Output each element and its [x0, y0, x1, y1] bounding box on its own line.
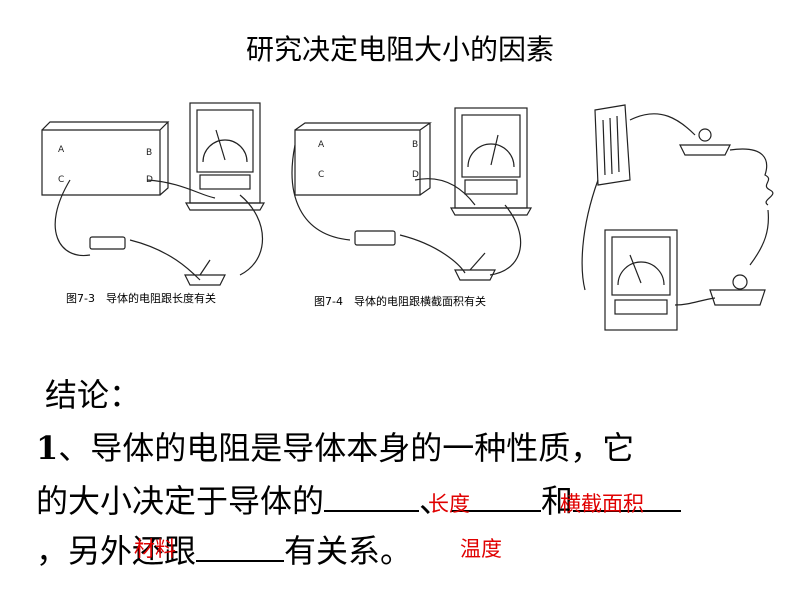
terminal-b: B	[412, 140, 418, 150]
terminal-a: A	[318, 140, 325, 150]
line-3-suffix: 有关系。	[284, 532, 413, 570]
line-2-text: 的大小决定于导体的	[36, 482, 325, 520]
separator-2: 和	[541, 482, 574, 520]
terminal-b: B	[146, 148, 152, 158]
figure-7-4-circuit: A B C D	[291, 107, 533, 281]
figure-7-4-caption: 图7-4 导体的电阻跟横截面积有关	[314, 295, 486, 308]
separator-1: 、	[419, 482, 452, 520]
blank-length	[324, 482, 420, 512]
terminal-c: C	[58, 175, 64, 185]
item-number: 1	[36, 429, 59, 467]
figure-7-3-circuit: A B C D	[41, 102, 266, 286]
conclusion-line-3: ，另外还跟 有关系。	[36, 532, 412, 567]
terminal-a: A	[58, 145, 65, 155]
answer-temperature: 温度	[460, 537, 502, 561]
terminal-d: D	[412, 170, 419, 180]
answer-length: 长度	[428, 492, 470, 516]
terminal-c: C	[318, 170, 324, 180]
conclusion-line-2: 的大小决定于导体的 、 和	[36, 482, 682, 520]
blank-material	[573, 482, 682, 512]
answer-material: 材料	[134, 537, 176, 561]
figure-7-3-caption: 图7-3 导体的电阻跟长度有关	[66, 292, 216, 305]
page-title: 研究决定电阻大小的因素	[245, 33, 554, 66]
blank-temperature	[196, 532, 285, 562]
line-3-text: ，另外还跟	[36, 532, 197, 570]
line-1-text: 、导体的电阻是导体本身的一种性质，它	[58, 429, 635, 467]
figure-temperature-circuit	[581, 104, 774, 331]
conclusion-line-1: 1、导体的电阻是导体本身的一种性质，它	[36, 432, 634, 464]
blank-area	[451, 482, 542, 512]
answer-area: 横截面积	[560, 492, 644, 516]
terminal-d: D	[146, 175, 153, 185]
conclusion-label: 结论：	[45, 376, 142, 414]
